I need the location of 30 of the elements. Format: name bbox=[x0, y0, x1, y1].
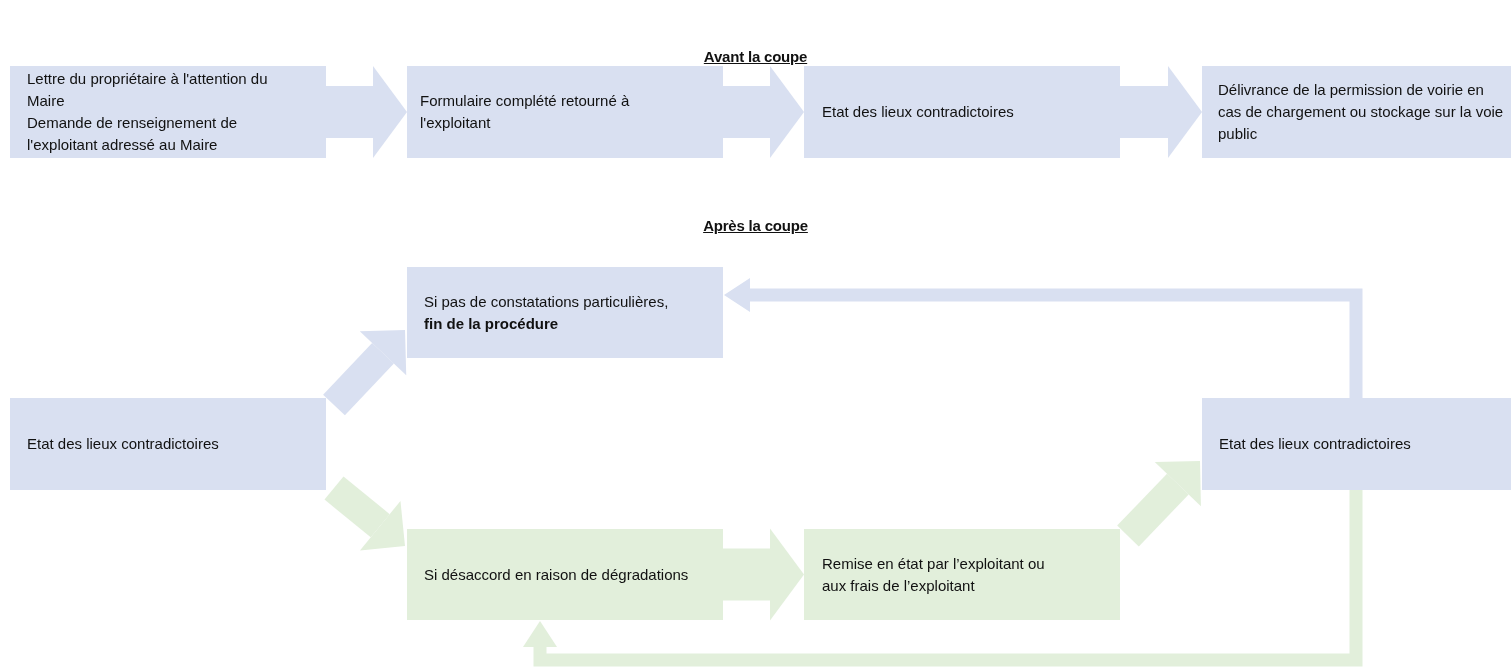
process-box bbox=[1202, 66, 1511, 158]
box-text: Lettre du propriétaire à l'attention du Maire bbox=[27, 69, 269, 111]
arrow bbox=[324, 476, 405, 551]
box-text: Demande de renseignement de l'exploitant adressé au Maire bbox=[27, 113, 239, 155]
box-text: Etat des lieux contradictoires bbox=[1219, 434, 1412, 454]
arrow bbox=[326, 66, 407, 158]
arrow bbox=[523, 490, 1363, 667]
box-text: Etat des lieux contradictoires bbox=[27, 434, 220, 454]
arrow bbox=[1117, 461, 1201, 547]
process-box bbox=[407, 267, 723, 358]
arrow bbox=[724, 278, 1363, 398]
section-heading: Avant la coupe bbox=[703, 48, 808, 65]
box-text: Etat des lieux contradictoires bbox=[822, 102, 1015, 122]
box-text: Formulaire complété retourné à l'exploitant bbox=[420, 91, 631, 133]
process-box bbox=[10, 398, 326, 490]
arrow bbox=[723, 66, 804, 158]
process-box bbox=[1202, 398, 1511, 490]
process-box bbox=[407, 529, 723, 620]
arrow bbox=[1120, 66, 1202, 158]
process-box bbox=[10, 66, 326, 158]
process-box bbox=[804, 529, 1120, 620]
arrow bbox=[723, 528, 804, 621]
box-text: Délivrance de la permission de voirie en cas de chargement ou stockage sur la voie public bbox=[1218, 80, 1505, 144]
box-text: Si pas de constatations particulières, fin de la procédure bbox=[424, 291, 670, 334]
arrow bbox=[323, 330, 407, 416]
process-box bbox=[407, 66, 723, 158]
box-text: Remise en état par l’exploitant ou aux frais de l’exploitant bbox=[822, 553, 1046, 596]
box-text: Si désaccord en raison de dégradations bbox=[424, 564, 690, 585]
section-heading: Après la coupe bbox=[703, 217, 808, 234]
process-box bbox=[804, 66, 1120, 158]
